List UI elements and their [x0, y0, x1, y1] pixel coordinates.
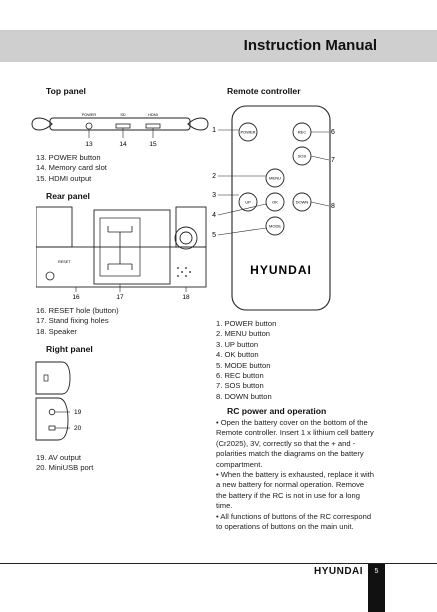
rear-reset-label: RESET — [58, 260, 71, 264]
callout-7: 7 — [331, 157, 335, 164]
svg-text:MODE: MODE — [269, 224, 281, 229]
rc-power-body: • Open the battery cover on the bottom o… — [216, 418, 376, 532]
callout-2: 2 — [212, 173, 216, 180]
svg-text:UP: UP — [245, 200, 251, 205]
callout-19: 19 — [74, 409, 82, 416]
callout-5: 5 — [212, 232, 216, 239]
remote-mode-button: MODE — [265, 216, 285, 236]
svg-text:REC: REC — [298, 130, 307, 135]
list-item: 6. REC button — [216, 371, 264, 381]
callout-15: 15 — [149, 141, 157, 148]
list-item: 17. Stand fixing holes — [36, 316, 109, 326]
svg-text:MENU: MENU — [269, 176, 281, 181]
top-power-label: POWER — [82, 113, 97, 117]
top-panel-title: Top panel — [46, 86, 86, 96]
list-item: 14. Memory card slot — [36, 163, 107, 173]
callout-17: 17 — [116, 294, 124, 301]
header-bar — [0, 30, 437, 62]
remote-down-button: DOWN — [292, 192, 312, 212]
remote-ok-button: OK — [265, 192, 285, 212]
page-title: Instruction Manual — [243, 37, 377, 54]
right-panel-list: 19. AV output 20. MiniUSB port — [36, 453, 93, 474]
list-item: 18. Speaker — [36, 326, 77, 336]
list-item: 3. UP button — [216, 339, 259, 349]
list-item: 13. POWER button — [36, 153, 101, 162]
list-item: 15. HDMI output — [36, 173, 92, 183]
callout-3: 3 — [212, 192, 216, 199]
rear-panel-list: 16. RESET hole (button) 17. Stand fixing… — [36, 306, 119, 337]
rear-panel-diagram: RESET 16 17 18 — [36, 206, 207, 301]
svg-text:OK: OK — [272, 200, 278, 205]
remote-brand-logo: HYUNDAI — [250, 263, 312, 277]
list-item: 8. DOWN button — [216, 391, 272, 401]
callout-18: 18 — [182, 294, 190, 301]
list-item: 20. MiniUSB port — [36, 463, 94, 473]
paragraph: • When the battery is exhausted, replace… — [216, 470, 374, 511]
rear-panel-title: Rear panel — [46, 191, 90, 201]
callout-4: 4 — [212, 212, 216, 219]
list-item: 16. RESET hole (button) — [36, 306, 119, 315]
remote-sos-button: SOS — [292, 146, 312, 166]
callout-14: 14 — [119, 141, 127, 148]
remote-menu-button: MENU — [265, 168, 285, 188]
remote-body — [231, 105, 331, 311]
remote-rec-button: REC — [292, 122, 312, 142]
top-hdmi-label: HDMI — [148, 113, 158, 117]
remote-title: Remote controller — [227, 86, 301, 96]
top-sd-label: SD — [120, 113, 126, 117]
top-panel-list: 13. POWER button 14. Memory card slot 15… — [36, 153, 107, 184]
callout-1: 1 — [212, 127, 216, 134]
list-item: 4. OK button — [216, 350, 259, 360]
remote-diagram: POWER REC SOS MENU UP OK DOWN MODE HYUND… — [212, 105, 335, 311]
list-item: 19. AV output — [36, 453, 82, 462]
page-number: 5 — [368, 564, 385, 612]
list-item: 2. MENU button — [216, 329, 271, 339]
footer-brand-logo: HYUNDAI — [314, 566, 364, 577]
top-panel-diagram: POWER SD HDMI 13 14 15 — [31, 113, 209, 148]
paragraph: • Open the battery cover on the bottom o… — [216, 418, 374, 469]
callout-13: 13 — [85, 141, 93, 148]
callout-20: 20 — [74, 425, 82, 432]
svg-text:POWER: POWER — [240, 130, 255, 135]
list-item: 5. MODE button — [216, 360, 271, 370]
callout-16: 16 — [72, 294, 80, 301]
remote-power-button: POWER — [238, 122, 258, 142]
footer-rule — [0, 563, 437, 564]
remote-up-button: UP — [238, 192, 258, 212]
remote-list: 1. POWER button 2. MENU button 3. UP but… — [216, 319, 276, 402]
list-item: 1. POWER button — [216, 319, 277, 328]
svg-text:SOS: SOS — [298, 154, 307, 159]
right-panel-diagram: 19 20 — [35, 361, 82, 441]
paragraph: • All functions of buttons of the RC cor… — [216, 511, 372, 532]
svg-text:DOWN: DOWN — [296, 200, 309, 205]
rc-power-title: RC power and operation — [227, 406, 327, 416]
list-item: 7. SOS button — [216, 381, 264, 391]
right-panel-title: Right panel — [46, 344, 93, 354]
callout-8: 8 — [331, 203, 335, 210]
callout-6: 6 — [331, 129, 335, 136]
